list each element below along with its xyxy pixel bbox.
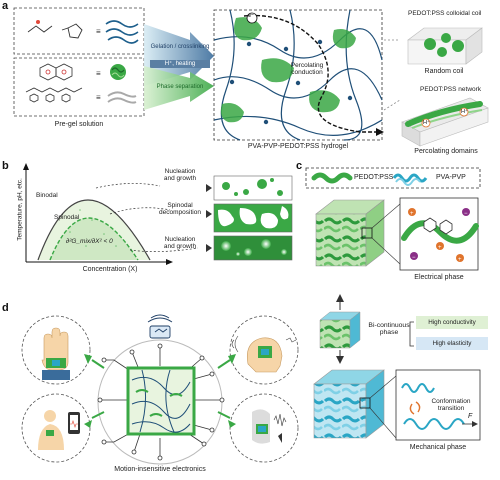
panel-label-d: d xyxy=(2,302,9,314)
spinodal-pattern xyxy=(218,206,289,229)
nucleation-label-1: Nucleation and growth xyxy=(163,168,197,182)
panel-label-c: c xyxy=(296,160,303,172)
svg-text:≡: ≡ xyxy=(96,27,101,36)
wireless-icon xyxy=(147,314,173,339)
pregel-label: Pre-gel solution xyxy=(54,121,104,128)
arrow-mid-band xyxy=(150,60,210,68)
svg-text:−: − xyxy=(412,255,416,261)
colloid-coil-label: PEDOT:PSS colloidal coil xyxy=(408,10,482,17)
bicontinuous-label: Bi-continuous phase xyxy=(368,322,410,336)
hydrogel-network xyxy=(213,9,383,141)
ring-structure-icon xyxy=(423,217,453,235)
pedot-domains xyxy=(220,17,356,123)
high-elasticity-label: High elasticity xyxy=(432,340,472,347)
nucleation-label-2: Nucleation and growth xyxy=(163,236,197,250)
svg-text:+: + xyxy=(458,257,462,263)
mechanical-phase-cube xyxy=(313,369,385,439)
mechanical-zoom-box xyxy=(395,369,481,441)
pvp-molecule-icon xyxy=(61,23,83,39)
charge-icons: + − − + + xyxy=(408,208,470,263)
nucleation-dots-2 xyxy=(221,239,287,256)
high-conductivity-label: High conductivity xyxy=(428,319,476,326)
ecg-person-icon xyxy=(38,410,80,450)
conductivity-pill xyxy=(416,316,488,329)
mechanical-phase-label: Mechanical phase xyxy=(409,444,467,451)
svg-text:−: − xyxy=(464,211,468,217)
hand-icon xyxy=(41,327,70,380)
coiled-chain xyxy=(401,383,435,393)
arrow-gelation-label: Gelation / crosslinking xyxy=(150,44,210,50)
binodal-label: Binodal xyxy=(36,192,58,199)
electrical-phase-cube xyxy=(315,199,385,267)
legend-pva-label: PVA-PVP xyxy=(436,174,466,181)
stretched-chain xyxy=(403,418,465,430)
pss-structure-icon xyxy=(25,87,83,103)
proton-label-2: H⁺ xyxy=(461,109,468,115)
network-label: PEDOT:PSS network xyxy=(420,86,482,93)
percolating-domains-box xyxy=(401,97,489,147)
connector-arrows xyxy=(91,359,231,419)
elasticity-pill xyxy=(416,337,488,350)
svg-text:≡: ≡ xyxy=(96,93,101,102)
motion-insensitive-label: Motion-insensitive electronics xyxy=(114,466,206,473)
arrow-heating-label: H⁺, heating xyxy=(164,61,196,67)
electron-icon xyxy=(246,12,258,24)
hydrogel-label: PVA-PVP-PEDOT:PSS hydrogel xyxy=(247,143,349,150)
percolating-conduction-label: Percolating conduction xyxy=(290,62,324,76)
legend-pedot-label: PEDOT:PSS xyxy=(354,174,394,181)
arrow-phase-label: Phase separation xyxy=(156,84,204,90)
pedot-legend-swatch xyxy=(311,172,353,184)
proton-label-1: H⁺ xyxy=(423,120,430,126)
svg-text:+: + xyxy=(438,245,442,251)
electron-symbol: e⁻ xyxy=(248,13,254,19)
panel-label-a: a xyxy=(2,0,9,12)
chip-network xyxy=(131,369,191,433)
axis-label-y: Temperature, pH, etc. xyxy=(16,178,24,241)
head-sensor-icon xyxy=(231,335,297,373)
spinodal-curve xyxy=(49,217,139,261)
pss-chain-icon xyxy=(107,91,137,104)
legend-box xyxy=(305,167,481,189)
svg-text:+: + xyxy=(410,211,414,217)
hydrogel-chip xyxy=(126,366,196,436)
random-coil-box xyxy=(407,27,483,65)
percolating-domains-label: Percolating domains xyxy=(414,148,478,155)
svg-text:≡: ≡ xyxy=(96,69,101,78)
pregel-box-top xyxy=(13,7,145,55)
random-coil-label: Random coil xyxy=(424,68,464,75)
process-arrow xyxy=(144,24,214,86)
conformation-transition-label: Conformation transition xyxy=(431,398,471,412)
electrical-phase-label: Electrical phase xyxy=(414,274,464,281)
pva-molecule-icon xyxy=(27,20,53,33)
spinodal-decomposition-label: Spinodal decomposition xyxy=(159,202,201,216)
pva-legend-swatch xyxy=(392,173,428,186)
spinodal-label: Spinodal xyxy=(54,214,80,221)
polymer-chain-icon xyxy=(105,20,139,44)
pedot-coil-icon xyxy=(110,64,126,80)
free-energy-equation: ∂²G_mix/∂X² < 0 xyxy=(66,238,113,245)
edot-structure-icon xyxy=(39,63,73,81)
pregel-box-bottom xyxy=(13,57,145,117)
percolating-path xyxy=(243,14,376,133)
circuit-nodes xyxy=(97,343,225,461)
force-label: F xyxy=(468,413,473,420)
spinodal-fill-dots xyxy=(69,209,117,247)
chip-pedot xyxy=(135,389,183,417)
junction-dots xyxy=(229,39,353,125)
axis-label-x: Concentration (X) xyxy=(82,266,138,273)
nucleation-dots xyxy=(222,178,283,196)
path-arrowhead xyxy=(376,128,384,136)
throat-sensor-icon xyxy=(252,409,287,444)
bicontinuous-cube xyxy=(319,311,361,349)
phase-arrow xyxy=(144,66,214,110)
panel-label-b: b xyxy=(2,160,9,172)
